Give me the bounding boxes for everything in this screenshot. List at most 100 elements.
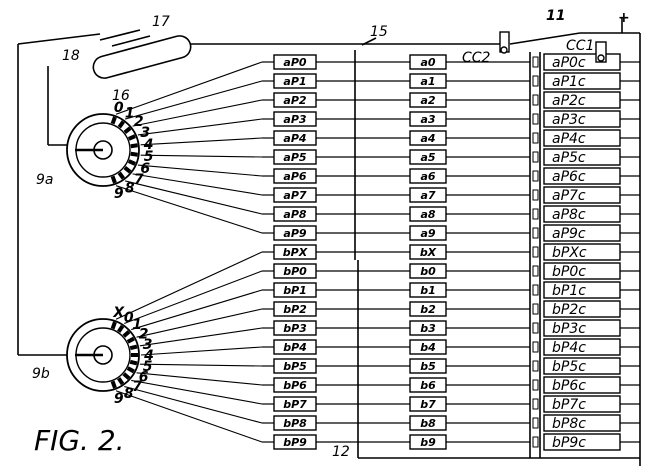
rod-17-edge — [111, 35, 151, 47]
dial-to-relay-wire — [139, 363, 263, 367]
contact-label: aP5c — [552, 150, 586, 166]
contact-label: bP3c — [552, 321, 586, 337]
ref-12: 12 — [332, 444, 350, 460]
relay-left-label: aP6 — [283, 170, 306, 183]
figure-caption: FIG. 2. — [34, 424, 125, 457]
dial-contact-segment — [110, 321, 117, 330]
relay-mid-label: b1 — [420, 284, 436, 297]
contact-pin — [532, 322, 539, 334]
contact-label: bP2c — [552, 302, 586, 318]
contact-label: bPXc — [552, 245, 587, 261]
relay-mid-label: b8 — [420, 417, 436, 430]
contact-pin — [532, 436, 539, 448]
ref-9b: 9b — [32, 366, 50, 382]
dial-number-label: 7 — [134, 172, 144, 188]
contact-label: bP5c — [552, 359, 586, 375]
relay-left-label: bP4 — [283, 341, 307, 354]
relay-mid-label: a7 — [420, 189, 435, 202]
relay-left-label: bP0 — [283, 265, 307, 278]
contact-label: bP7c — [552, 397, 586, 413]
circuit-wiring — [17, 18, 641, 466]
relay-left-label: bP5 — [283, 360, 307, 373]
dial-to-relay-wire — [131, 289, 263, 331]
dial-contact-segment — [110, 380, 117, 389]
relay-mid-label: b0 — [420, 265, 436, 278]
dial-contact-segment — [126, 336, 135, 344]
relay-row: bPX bX bPXc — [262, 243, 640, 261]
contact-label: bP8c — [552, 416, 586, 432]
relay-left-label: bP9 — [283, 436, 307, 449]
dial-contact-segment — [117, 120, 125, 129]
dial-contact-segment — [129, 359, 138, 366]
relay-left-label: bP8 — [283, 417, 307, 430]
dial-to-relay-wire — [140, 346, 263, 356]
relay-row: aP6 a6 aP6c — [262, 167, 640, 185]
dial-number-label: 8 — [125, 180, 135, 196]
relay-mid-label: a6 — [420, 170, 435, 183]
relay-mid-label: b3 — [420, 322, 436, 335]
relay-mid-label: a8 — [420, 208, 435, 221]
dial-number-label: 7 — [132, 379, 142, 395]
relay-left-label: bP1 — [283, 284, 307, 297]
contact-label: aP6c — [552, 169, 586, 185]
dial-number-label: 8 — [124, 386, 134, 402]
dial-contact-segment — [110, 116, 117, 125]
relay-row: bP5 b5 bP5c — [262, 357, 640, 375]
relay-left-label: aP9 — [283, 227, 306, 240]
dial-contact-segment — [116, 377, 125, 386]
contact-label: aP4c — [552, 131, 586, 147]
dial-to-relay-wire — [137, 164, 263, 177]
dial-number-label: 1 — [125, 106, 135, 122]
rod-18-edge — [99, 29, 141, 41]
contact-pin — [532, 94, 539, 106]
relay-row: bP8 b8 bP8c — [262, 414, 640, 432]
ref-15: 15 — [370, 24, 388, 40]
dial-number-label: 9 — [114, 186, 124, 202]
contact-pin — [532, 75, 539, 87]
ref-11: 11 — [546, 8, 565, 24]
relay-mid-label: bX — [420, 246, 437, 259]
relay-left-label: aP3 — [283, 113, 306, 126]
rod-assembly — [92, 29, 192, 79]
dial-to-relay-wire — [115, 251, 263, 320]
relay-left-label: bPX — [283, 246, 308, 259]
dial-to-relay-wire — [124, 180, 263, 215]
dial-number-label: 2 — [134, 114, 144, 130]
dial-to-relay-wire — [140, 154, 263, 158]
cc1-switch-pivot — [597, 54, 605, 62]
relay-left-label: aP0 — [283, 56, 306, 69]
ref-18: 18 — [62, 48, 80, 64]
relay-left-label: aP1 — [283, 75, 306, 88]
contact-label: aP7c — [552, 188, 586, 204]
relay-left-label: aP4 — [283, 132, 306, 145]
cc2-switch-pivot — [500, 46, 508, 54]
relay-mid-label: a5 — [420, 151, 435, 164]
ref-16: 16 — [112, 88, 130, 104]
contact-pin — [532, 398, 539, 410]
dial-number-label: 5 — [143, 359, 153, 375]
rod-16 — [92, 35, 192, 79]
contact-pin — [532, 379, 539, 391]
contact-label: bP4c — [552, 340, 586, 356]
contact-pin — [532, 246, 539, 258]
contact-label: aP0c — [552, 55, 586, 71]
relay-mid-label: b5 — [420, 360, 436, 373]
dial-contact-segment — [122, 372, 131, 380]
dial-contact-segment — [122, 330, 131, 338]
contact-pin — [532, 284, 539, 296]
contact-label: aP1c — [552, 74, 586, 90]
relay-left-label: bP7 — [283, 398, 307, 411]
dial-contact-segment — [127, 159, 136, 166]
dial-number-label: 4 — [143, 348, 154, 364]
dial-to-relay-wire — [132, 173, 263, 196]
contact-pin — [532, 151, 539, 163]
